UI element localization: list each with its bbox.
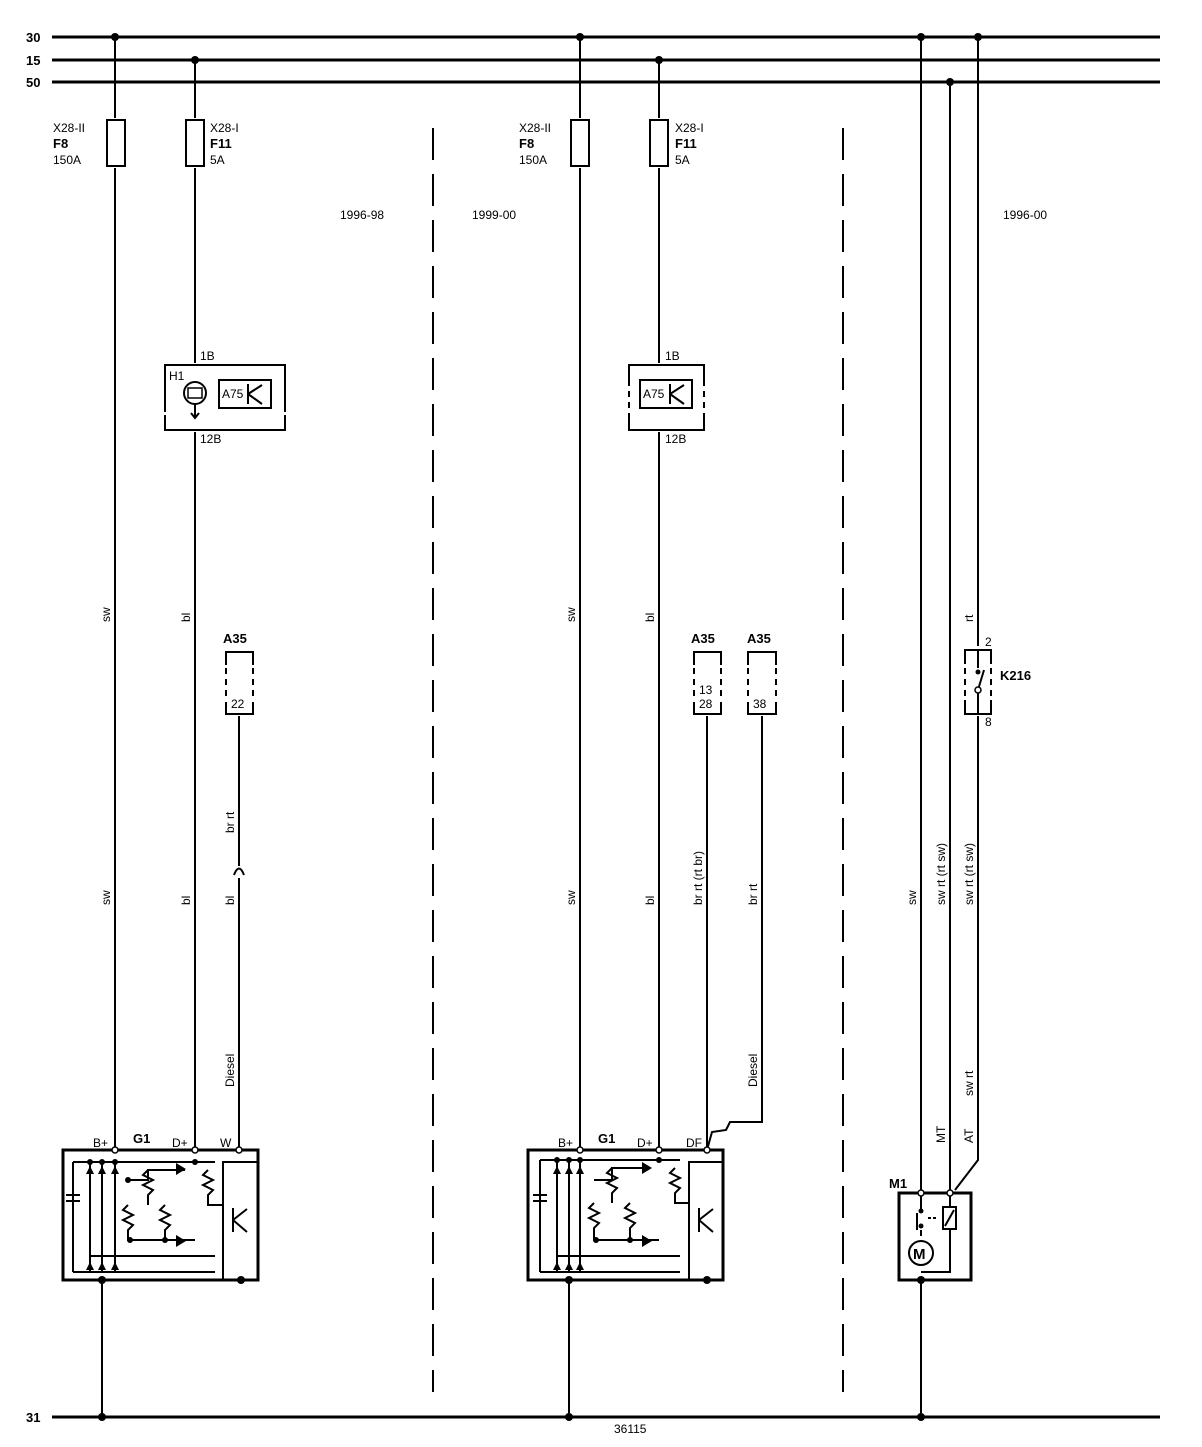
- switch-contact-icon: [977, 650, 985, 714]
- wire-br-rt-rt-br: br rt (rt br): [691, 851, 705, 905]
- transistor-icon: [247, 384, 263, 405]
- fuse-f8-left-conn: X28-II: [53, 121, 85, 135]
- wire-sw-mid-2: sw: [564, 890, 578, 905]
- section-dividers: 1996-98 1999-00 1996-00: [340, 128, 1047, 1392]
- wire-bl-mid-2: bl: [643, 896, 657, 905]
- regulator-transistor-icon: [232, 1208, 248, 1233]
- ecu-a35-mid-1: A35 13 28: [691, 631, 722, 715]
- wire-bl-left-1: bl: [179, 613, 193, 622]
- a35-left-pin: 22: [231, 697, 245, 711]
- alternator-g1-left: G1 B+ D+ W: [61, 1131, 260, 1284]
- pin-12b-left: 12B: [200, 432, 221, 446]
- g1-mid-dplus: D+: [637, 1136, 653, 1150]
- ecu-a35-left: A35 22: [223, 631, 254, 715]
- section-label-1996-00: 1996-00: [1003, 208, 1047, 222]
- wire-sw-right: sw: [905, 890, 919, 905]
- a35-mid2-pin: 38: [753, 697, 767, 711]
- transistor-icon: [669, 384, 685, 405]
- g1-left-dplus: D+: [172, 1136, 188, 1150]
- wire-sw-rt: sw rt: [962, 1070, 976, 1096]
- wire-sw-rt-rt-sw-2: sw rt (rt sw): [962, 843, 976, 905]
- fuse-f8-mid-rating: 150A: [519, 153, 547, 167]
- rail-50-label: 50: [26, 75, 40, 90]
- pin-1b-mid: 1B: [665, 349, 680, 363]
- wire-diesel-left: Diesel: [223, 1054, 237, 1087]
- fuse-f11-mid: [649, 119, 669, 167]
- pin-1b-left: 1B: [200, 349, 215, 363]
- rail-15-label: 15: [26, 53, 40, 68]
- a75-mid-label: A75: [643, 387, 665, 401]
- a35-mid1-pin-a: 13: [699, 683, 713, 697]
- g1-mid-bplus: B+: [558, 1136, 573, 1150]
- rail-30-label: 30: [26, 30, 40, 45]
- fuse-f11-left-conn: X28-I: [210, 121, 239, 135]
- wire-bl-mid-1: bl: [643, 613, 657, 622]
- g1-mid-df: DF: [686, 1136, 702, 1150]
- right-section: rt sw sw rt (rt sw) sw rt (rt sw) sw rt …: [889, 33, 1031, 1421]
- regulator-transistor-icon: [698, 1208, 714, 1233]
- fuse-f11-left: [185, 119, 205, 167]
- pin-12b-mid: 12B: [665, 432, 686, 446]
- motor-icon: [908, 1240, 934, 1266]
- section-label-1999-00: 1999-00: [472, 208, 516, 222]
- a35-mid2-label: A35: [747, 631, 771, 646]
- wire-sw-mid-1: sw: [564, 607, 578, 622]
- fuse-f8-mid: [570, 119, 590, 167]
- h1-label: H1: [169, 369, 185, 383]
- g1-left-label: G1: [133, 1131, 150, 1146]
- alternator-g1-mid: G1 B+ D+ DF: [526, 1131, 725, 1284]
- starter-m1: M M1: [889, 1176, 973, 1282]
- wire-rt: rt: [962, 614, 976, 622]
- fuse-f11-left-rating: 5A: [210, 153, 225, 167]
- wire-bl-left-2: bl: [179, 896, 193, 905]
- fuse-f8-left-name: F8: [53, 136, 68, 151]
- fuse-f8-left: [106, 119, 126, 167]
- fuse-f11-mid-conn: X28-I: [675, 121, 704, 135]
- middle-section: X28-II F8 150A X28-I F11 5A A75 1B 12B s…: [519, 33, 777, 1421]
- section-label-1996-98: 1996-98: [340, 208, 384, 222]
- k216-label: K216: [1000, 668, 1031, 683]
- motor-symbol: M: [913, 1246, 926, 1263]
- diode-icon: [86, 1166, 119, 1174]
- fuse-f8-mid-conn: X28-II: [519, 121, 551, 135]
- fuse-f11-mid-name: F11: [675, 136, 697, 151]
- diagram-number: 36115: [614, 1422, 647, 1436]
- wire-br-rt-left: br rt: [223, 811, 237, 833]
- a35-mid1-pin-b: 28: [699, 697, 713, 711]
- wire-sw-left-1: sw: [99, 607, 113, 622]
- wire-mt: MT: [934, 1125, 948, 1143]
- ecu-a35-mid-2: A35 38: [747, 631, 777, 715]
- fuse-f11-mid-rating: 5A: [675, 153, 690, 167]
- wire-bl-left-3: bl: [223, 896, 237, 905]
- left-section: X28-II F8 150A X28-I F11 5A H1 A75 1B 12…: [53, 33, 286, 1421]
- instrument-cluster-left: H1 A75 1B 12B: [164, 349, 286, 446]
- instrument-cluster-mid: A75 1B 12B: [628, 349, 705, 446]
- wire-sw-rt-rt-sw-1: sw rt (rt sw): [934, 843, 948, 905]
- a35-mid1-label: A35: [691, 631, 715, 646]
- g1-left-bplus: B+: [93, 1136, 108, 1150]
- g1-mid-label: G1: [598, 1131, 615, 1146]
- k216-pin-8: 8: [985, 715, 992, 729]
- g1-left-w: W: [220, 1136, 232, 1150]
- wire-diesel-mid: Diesel: [746, 1054, 760, 1087]
- wire-sw-left-2: sw: [99, 890, 113, 905]
- fuse-f8-mid-name: F8: [519, 136, 534, 151]
- wire-br-rt-mid: br rt: [746, 883, 760, 905]
- m1-label: M1: [889, 1176, 907, 1191]
- fuse-f11-left-name: F11: [210, 136, 232, 151]
- diode-icon: [553, 1166, 584, 1174]
- wire-at: AT: [962, 1128, 976, 1143]
- a75-left-label: A75: [222, 387, 244, 401]
- fuse-f8-left-rating: 150A: [53, 153, 81, 167]
- rail-31-label: 31: [26, 1410, 40, 1425]
- relay-k216: K216 2 8: [964, 635, 1031, 729]
- k216-pin-2: 2: [985, 635, 992, 649]
- a35-left-label: A35: [223, 631, 247, 646]
